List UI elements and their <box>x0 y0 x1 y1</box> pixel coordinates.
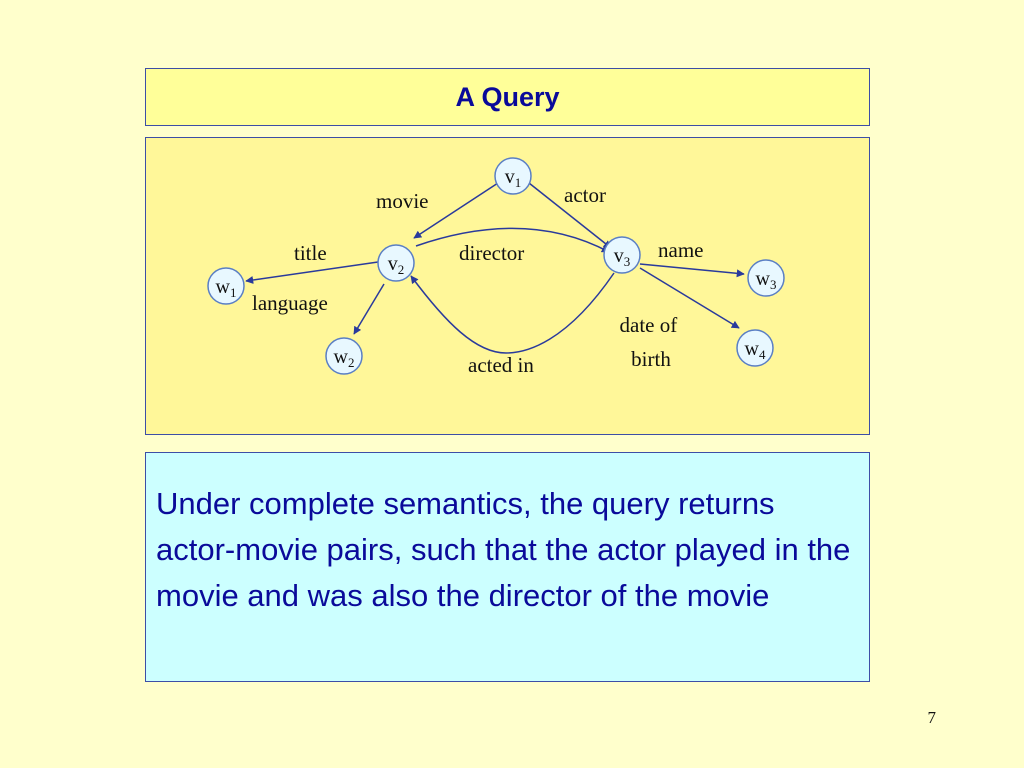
node-w2: w2 <box>325 337 363 375</box>
edge-director <box>415 227 610 253</box>
node-w1-sub: 1 <box>230 285 237 300</box>
node-v3-sub: 3 <box>624 254 631 269</box>
node-w2-sub: 2 <box>348 355 355 370</box>
explanation-box: Under complete semantics, the query retu… <box>145 452 870 682</box>
node-w3-sub: 3 <box>770 277 777 292</box>
node-w1-base: w <box>216 276 231 298</box>
edge-label-date-of-birth-line-1: date of <box>620 313 678 337</box>
svg-text:v3: v3 <box>614 245 631 269</box>
node-w4: w4 <box>736 329 774 367</box>
node-w3: w3 <box>747 259 785 297</box>
edge-label-name: name <box>658 238 703 262</box>
query-graph: movie actor director acted in title lang… <box>207 157 785 377</box>
edge-label-acted-in: acted in <box>468 353 534 377</box>
diagram-box: movie actor director acted in title lang… <box>145 137 870 435</box>
node-v3-base: v <box>614 245 624 267</box>
node-v1-sub: 1 <box>515 175 522 190</box>
edge-label-director: director <box>459 241 524 265</box>
svg-text:v2: v2 <box>388 253 405 277</box>
node-w1: w1 <box>207 267 245 305</box>
node-w4-sub: 4 <box>759 347 766 362</box>
slide-title: A Query <box>455 81 560 112</box>
svg-text:w2: w2 <box>334 346 355 370</box>
node-w2-base: w <box>334 346 349 368</box>
node-v2-sub: 2 <box>398 262 405 277</box>
edge-date-of-birth <box>639 267 740 329</box>
svg-text:w3: w3 <box>756 268 777 292</box>
edge-name <box>639 263 745 278</box>
node-v1-base: v <box>505 166 515 188</box>
svg-text:w1: w1 <box>216 276 237 300</box>
svg-text:v1: v1 <box>505 166 522 190</box>
edge-label-title: title <box>294 241 327 265</box>
svg-text:w4: w4 <box>745 338 766 362</box>
edge-acted-in <box>410 272 615 354</box>
page-number: 7 <box>927 708 937 727</box>
node-w4-base: w <box>745 338 760 360</box>
edge-label-date-of-birth-line-2: birth <box>631 347 671 371</box>
node-w3-base: w <box>756 268 771 290</box>
edge-movie <box>413 182 499 239</box>
title-box: A Query <box>145 68 870 126</box>
edge-title <box>245 261 379 284</box>
edge-label-date-of-birth: date of birth <box>620 313 683 371</box>
node-v1: v1 <box>494 157 532 195</box>
explanation-text: Under complete semantics, the query retu… <box>156 486 851 613</box>
edge-label-actor: actor <box>564 183 606 207</box>
edge-label-movie: movie <box>376 189 429 213</box>
node-v3: v3 <box>603 236 641 274</box>
node-v2: v2 <box>377 244 415 282</box>
edge-label-language: language <box>252 291 328 315</box>
edge-actor <box>528 182 612 249</box>
node-v2-base: v <box>388 253 398 275</box>
edge-language <box>353 283 385 335</box>
